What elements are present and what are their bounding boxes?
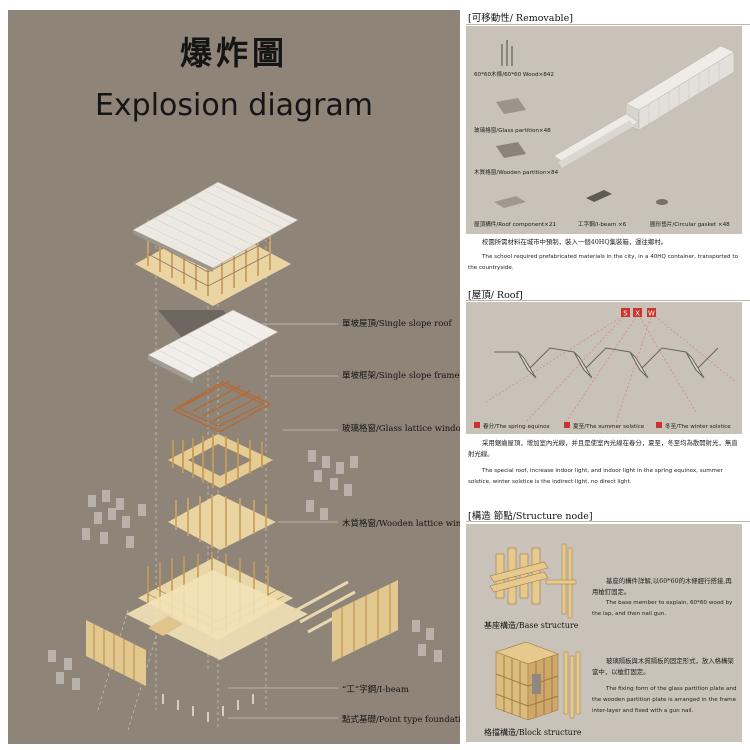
divider: [466, 300, 750, 301]
base-grid: [126, 552, 308, 660]
leader-lines: [228, 323, 338, 719]
removable-box: 60*60木條/60*60 Wood×842 玻璃格窗/Glass partit…: [466, 26, 742, 234]
glass-partition-shape: [496, 98, 526, 114]
roof-heading: [屋頂/ Roof]: [468, 290, 523, 301]
explosion-diagram-panel: 爆炸圖 Explosion diagram: [8, 10, 460, 744]
marker-x: X: [635, 310, 640, 318]
roof-component-shape: [494, 196, 526, 208]
item-gasket: 圓形墊片/Circular gasket ×48: [650, 222, 730, 228]
legend-swatch-summer: [564, 422, 570, 428]
base-joint-sticks: [545, 543, 577, 619]
legend-swatch-winter: [656, 422, 662, 428]
base-structure-model: [489, 547, 549, 605]
label-wooden-lattice: 木質格窗/Wooden lattice window: [342, 519, 460, 529]
sun-angle-lines: [485, 313, 737, 423]
i-beam-shape: [586, 190, 612, 202]
base-structure-label: 基座構造/Base structure: [484, 621, 579, 630]
marker-winter: [647, 308, 656, 317]
block-structure-model: [495, 641, 559, 721]
removable-heading: [可移動性/ Removable]: [468, 13, 573, 24]
side-wall-right: [332, 580, 398, 662]
item-wood: 60*60木條/60*60 Wood×842: [474, 72, 554, 78]
wooden-partition-shape: [496, 142, 526, 158]
block-structure-label: 格擋構造/Block structure: [484, 728, 582, 737]
removable-text-en: The school required prefabricated materi…: [468, 254, 738, 271]
single-slope-frame: [171, 380, 272, 433]
marker-s: S: [623, 310, 628, 318]
block-text-en: The fixing form of the glass partition p…: [592, 686, 737, 714]
marker-summer: [633, 308, 642, 317]
point-foundation: [162, 694, 254, 722]
item-ibeam: 工字鋼/I-beam ×6: [578, 222, 627, 228]
side-wall-left: [86, 620, 146, 686]
legend-winter: 冬至/The winter solstice: [665, 424, 731, 430]
title-chinese: 爆炸圖: [179, 34, 288, 72]
label-i-beam: “工”字鋼/I-beam: [342, 685, 409, 695]
wooden-lattice-window: [168, 494, 276, 550]
wood-sticks: [501, 40, 513, 66]
glass-lattice-window: [168, 434, 273, 488]
glass-pattern-left: [48, 490, 146, 690]
base-text-cn: 基座的構件詳解,以60*60的木條經行搭接,再用槍釘固定。: [592, 577, 732, 596]
label-glass-lattice: 玻璃格窗/Glass lattice window: [342, 424, 460, 434]
structure-heading: [構造 節點/Structure node]: [468, 511, 593, 522]
block-text-cn: 玻璃隔板與木質隔板的固定形式，放入格構架當中，以槍釘固定。: [592, 657, 734, 676]
item-wooden: 木質格窗/Wooden partition×84: [474, 170, 559, 176]
divider: [466, 24, 750, 25]
roof-box: S X W 春分/The spring equinox 夏至/The summe…: [466, 302, 742, 434]
base-text-en: The base member to explain, 60*60 wood b…: [592, 600, 733, 617]
removable-components-drawing: [494, 40, 735, 208]
label-single-slope-roof: 單坡屋頂/Single slope roof: [342, 319, 452, 329]
gasket-shape: [656, 199, 668, 205]
divider: [466, 521, 750, 522]
legend-swatch-spring: [474, 422, 480, 428]
container-drawing: [553, 45, 735, 168]
glass-pattern-right: [306, 450, 442, 662]
exploded-building-drawing: [48, 181, 442, 731]
single-slope-roof: [147, 309, 279, 383]
item-glass: 玻璃格窗/Glass partition×48: [474, 128, 551, 134]
roof-text-cn: 采用鋸齒屋頂，增加室內光線，并且是使室內光線在春分，夏至，冬至均為散開射光，無直…: [468, 439, 738, 458]
roof-text-en: The special roof, increase indoor light,…: [468, 468, 723, 485]
detail-panel: [可移動性/ Removable]: [466, 0, 750, 750]
legend-spring: 春分/The spring equinox: [483, 424, 550, 430]
structure-node-drawing: [489, 543, 581, 721]
marker-w: W: [648, 310, 655, 318]
block-joint-sticks: [563, 651, 581, 719]
assembled-building: [132, 181, 299, 306]
roof-section-drawing: S X W: [474, 308, 737, 428]
label-point-foundation: 點式基礎/Point type foundation: [342, 715, 460, 725]
sawtooth-roof: [494, 347, 719, 379]
label-single-slope-frame: 單坡框架/Single slope frame: [342, 371, 460, 381]
removable-text-cn: 校園所需材料在城市中預制，裝入一個40HQ集裝箱，運往鄉村。: [482, 238, 668, 246]
marker-spring: [621, 308, 630, 317]
item-roof: 屋頂構件/Roof component×21: [474, 222, 556, 228]
legend-summer: 夏至/The summer solstice: [573, 424, 645, 430]
title-english: Explosion diagram: [94, 88, 374, 123]
structure-box: 基座構造/Base structure 格擋構造/Block structure…: [466, 524, 742, 742]
